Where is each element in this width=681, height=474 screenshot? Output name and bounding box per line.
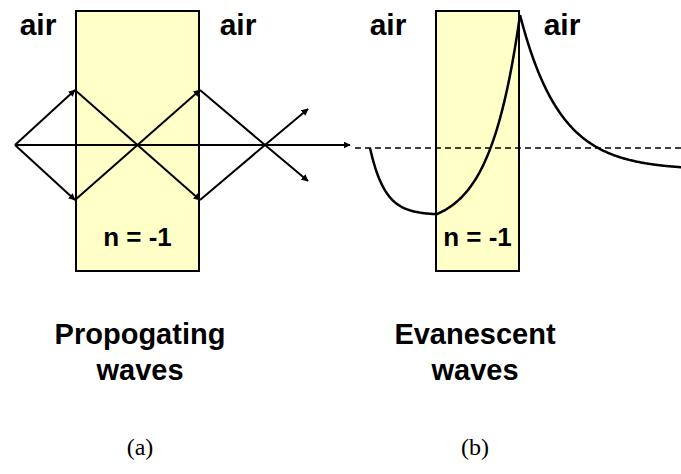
ray [15, 144, 350, 146]
slab-fill [75, 10, 200, 272]
ray [200, 109, 308, 200]
axis-dashed-line [355, 147, 681, 149]
ray [200, 90, 308, 181]
field-curve [370, 148, 435, 215]
ray [75, 90, 200, 200]
refractive-index: n = -1 [443, 223, 512, 252]
panel-letter: (b) [435, 432, 515, 462]
slab-fill [435, 10, 520, 272]
ray [15, 145, 75, 200]
medium-label: air [348, 6, 428, 44]
slab-fills [75, 10, 520, 272]
slab-box: n = -1 [75, 10, 200, 272]
field-curve [435, 15, 520, 215]
medium-label: air [522, 6, 602, 44]
ray-lines [15, 90, 350, 200]
evanescent-curve [370, 15, 681, 215]
panel-title: Propogating waves [40, 316, 240, 388]
panel-title: Evanescent waves [375, 316, 575, 388]
ray [15, 90, 75, 145]
medium-label: air [198, 6, 278, 44]
refractive-index: n = -1 [103, 223, 172, 252]
panel-letter: (a) [100, 432, 180, 462]
slab-box: n = -1 [435, 10, 520, 272]
medium-label: air [0, 6, 78, 44]
ray [75, 90, 200, 200]
